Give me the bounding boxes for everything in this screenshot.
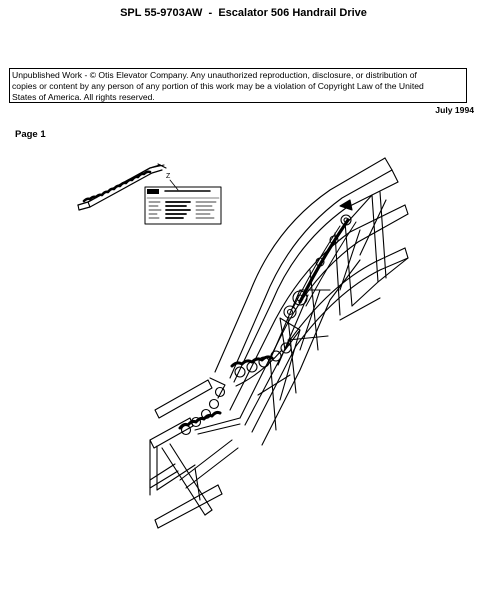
copyright-notice-line-2: copies or content by any person of any p… <box>12 80 424 91</box>
page-label: Page 1 <box>15 129 46 140</box>
copyright-notice-line-1: Unpublished Work - © Otis Elevator Compa… <box>12 70 417 80</box>
truss-cross-braces <box>257 289 381 396</box>
copyright-notice-box: Unpublished Work - © Otis Elevator Compa… <box>9 68 467 103</box>
parts-label-card-icon <box>144 186 222 225</box>
truss-upper-diagonals <box>279 194 387 401</box>
truss-upper-inner-rail <box>229 204 409 419</box>
copyright-notice-line-3: States of America. All rights reserved. <box>12 91 155 102</box>
document-title: SPL 55-9703AW - Escalator 506 Handrail D… <box>120 7 367 19</box>
document-date: July 1994 <box>435 105 474 115</box>
drive-roller-assembly-upper <box>230 317 301 387</box>
truss-upper-outer-rail <box>214 157 399 383</box>
key-letter: Z <box>166 173 171 180</box>
escalator-overview-icon <box>77 163 167 211</box>
key-label: Z <box>166 173 179 191</box>
truss-upper-bottom-chord <box>244 247 409 446</box>
handrail-drive-chain <box>283 199 357 319</box>
drive-roller-assembly-lower <box>178 377 226 436</box>
truss-lower-section <box>149 379 241 529</box>
